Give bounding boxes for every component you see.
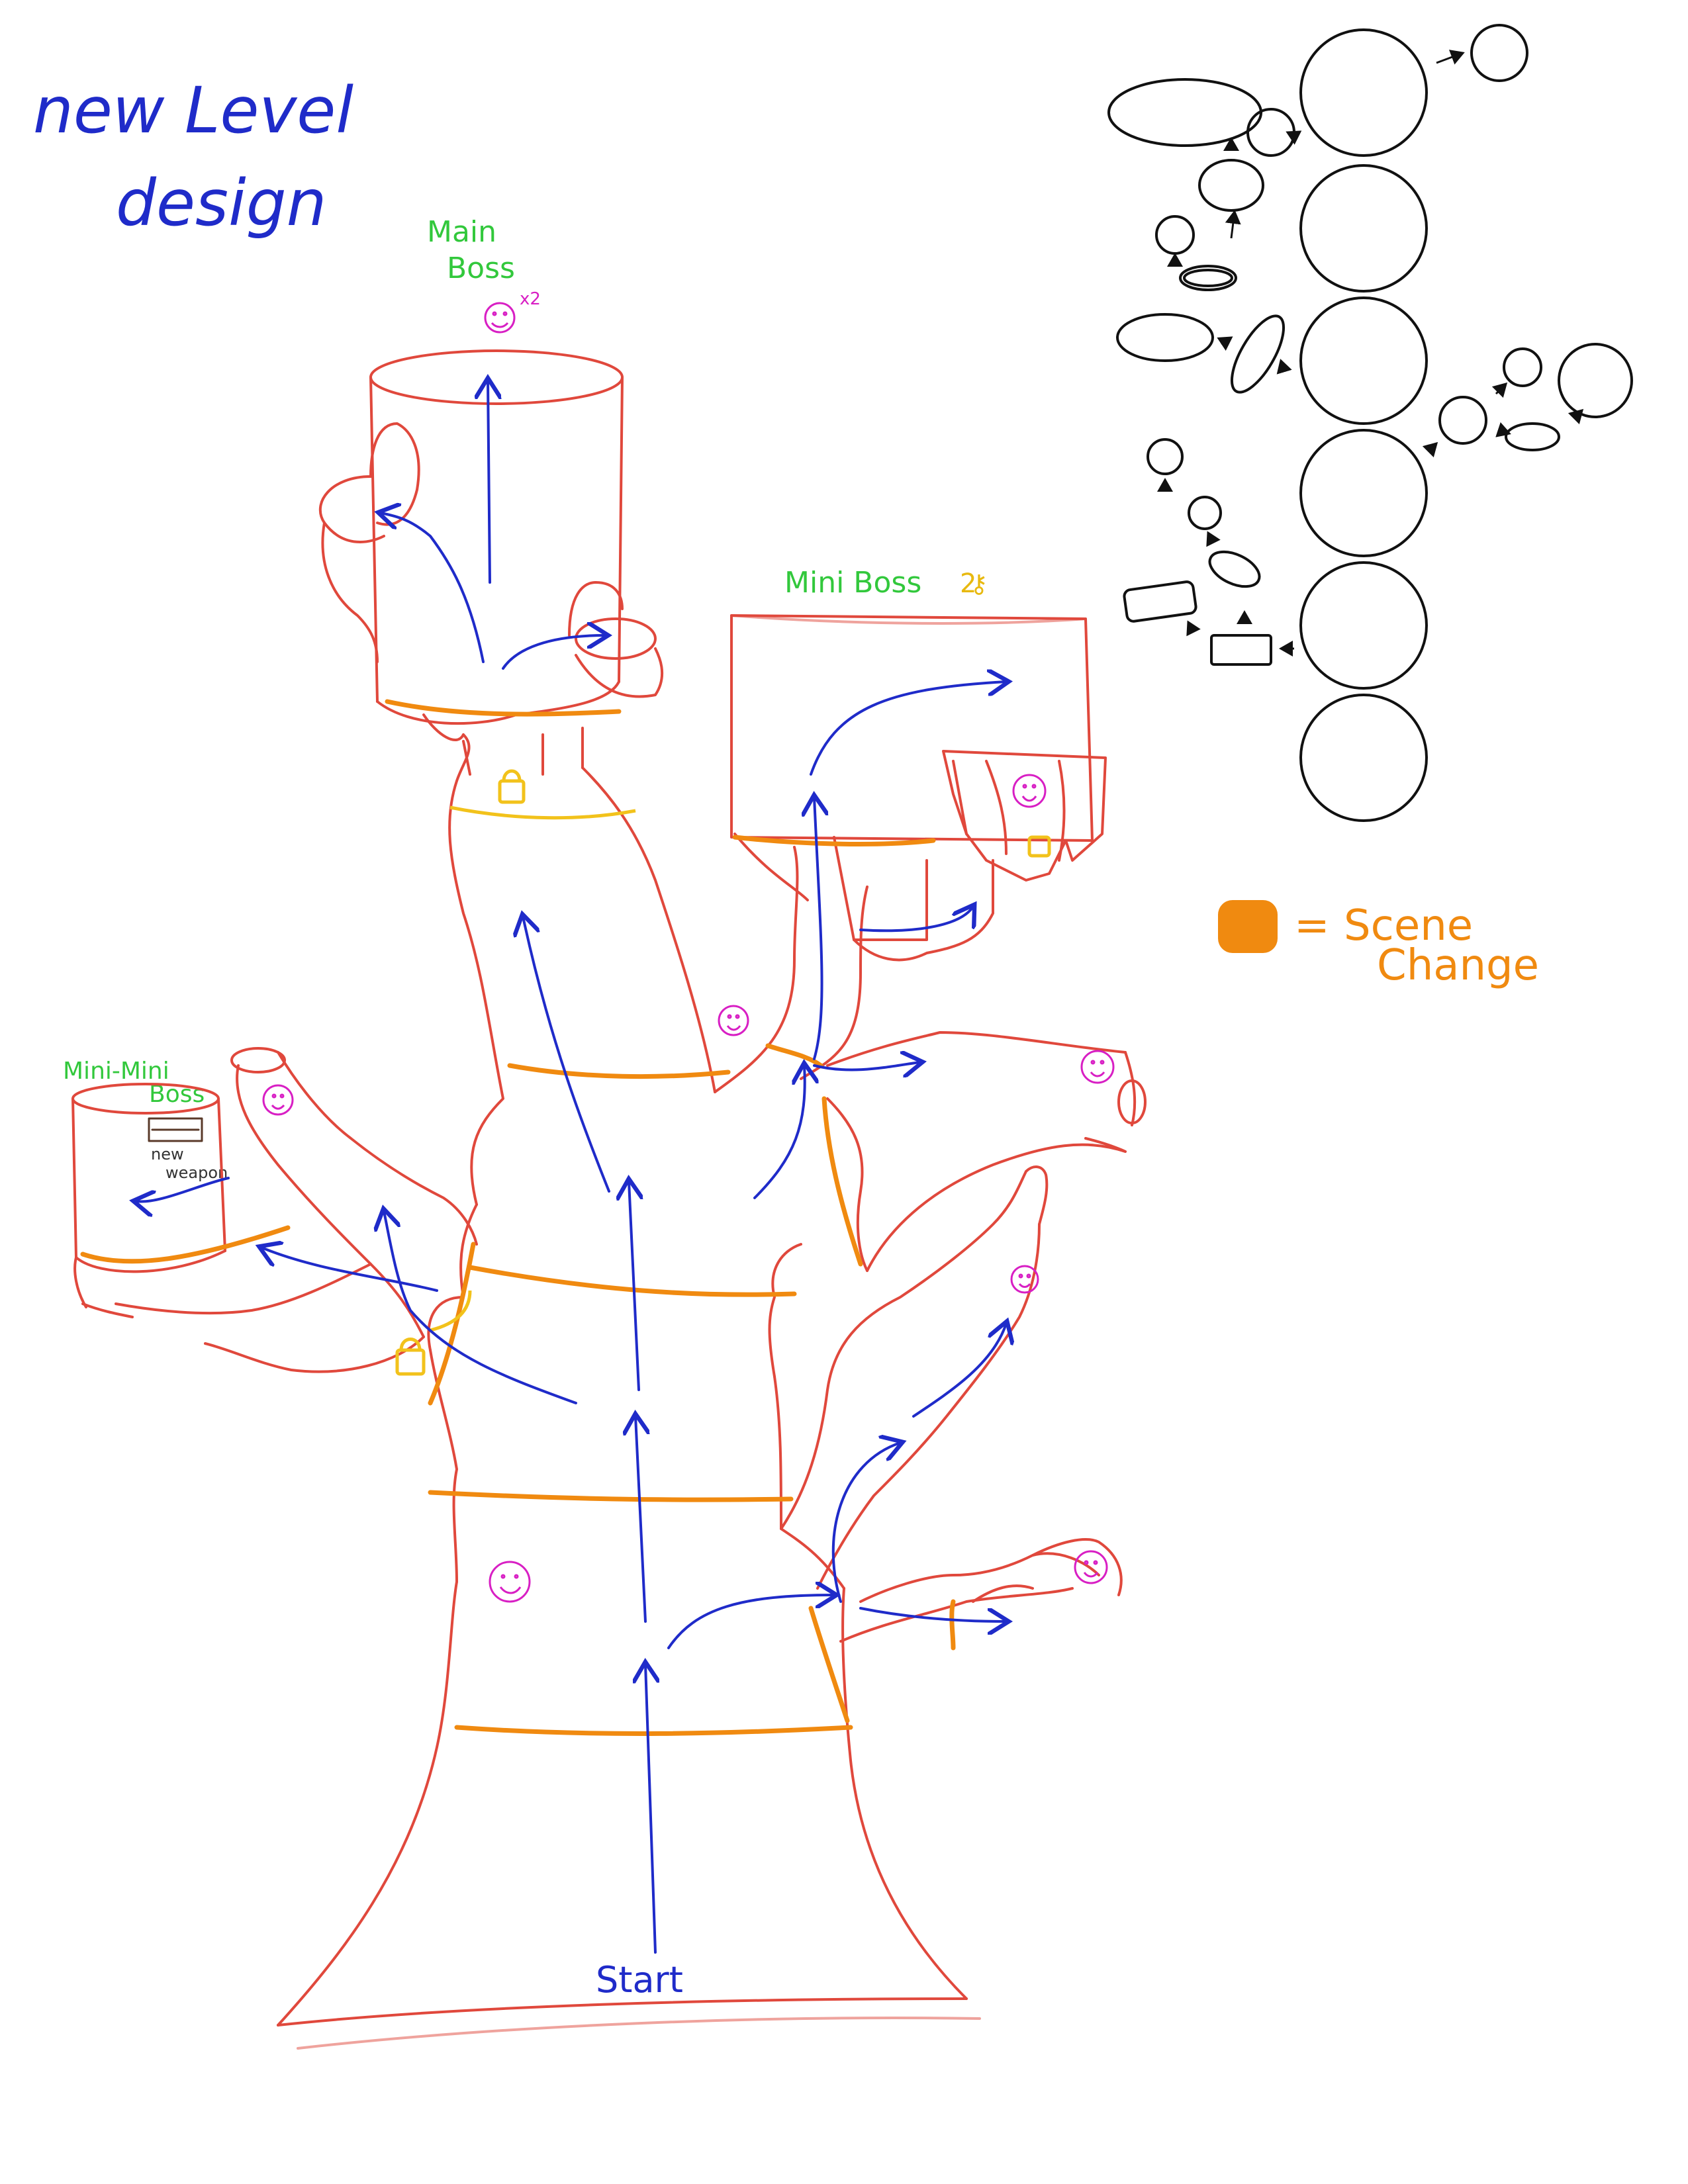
legend-line-1: Scene xyxy=(1344,901,1473,950)
enemy-icon-6 xyxy=(1074,1550,1108,1584)
trunk-right-edge xyxy=(841,1587,968,2000)
enemy-icon-4 xyxy=(1012,774,1047,808)
enemy-icon-5 xyxy=(1010,1265,1039,1294)
arrow-main-boss xyxy=(488,381,490,584)
title-line-2: design xyxy=(116,166,326,240)
title-line-1: new Level xyxy=(33,73,353,148)
map-room-1 xyxy=(1299,28,1428,157)
mini-boss-room xyxy=(730,614,1094,842)
legend-line-2: Change xyxy=(1377,941,1539,990)
map-room-5 xyxy=(1299,561,1428,690)
mini-boss-label: Mini Boss xyxy=(784,566,921,600)
tree-outline xyxy=(71,349,1147,2050)
enemy-icon-3 xyxy=(1080,1050,1115,1084)
enemy-icon-2 xyxy=(718,1005,749,1036)
main-boss-label-line-2: Boss xyxy=(447,251,515,285)
new-weapon-label-line-2: weapon xyxy=(165,1163,228,1182)
scene-change-2 xyxy=(428,1490,794,1502)
enemy-icon-1 xyxy=(489,1561,531,1603)
path-arrows xyxy=(136,381,1006,1954)
mini-map-shapes xyxy=(1107,24,1633,822)
scene-change-lines xyxy=(80,699,956,1736)
key-icon: ⚷ xyxy=(970,569,988,598)
scene-change-1 xyxy=(454,1725,853,1736)
scene-change-swatch xyxy=(1218,900,1278,953)
lock-icon-mini-boss xyxy=(1027,835,1051,858)
main-boss-multiplier: x2 xyxy=(520,289,541,309)
scene-change-3 xyxy=(467,1265,797,1297)
mini-mini-boss-label-line-1: Mini-Mini xyxy=(63,1058,169,1085)
map-room-2 xyxy=(1299,164,1428,293)
lock-barriers xyxy=(395,769,1051,1376)
legend-equals: = xyxy=(1294,901,1330,950)
scene-change-9 xyxy=(821,1096,863,1267)
mini-boss-multiplier: 2 xyxy=(960,569,976,599)
trunk-left-edge xyxy=(277,1580,458,2026)
scene-change-7 xyxy=(80,1225,291,1264)
lock-icon-left xyxy=(395,1348,426,1376)
enemy-icon-7 xyxy=(262,1084,294,1116)
lock-icon-top xyxy=(498,779,526,804)
scene-change-5 xyxy=(385,699,622,717)
scene-change-8 xyxy=(428,1242,476,1406)
scene-change-12 xyxy=(949,1599,956,1651)
trunk-base xyxy=(277,1997,968,2026)
main-boss-label-line-1: Main xyxy=(427,215,496,249)
map-room-6 xyxy=(1299,694,1428,822)
mini-map-arrows xyxy=(1157,50,1584,657)
scene-change-11 xyxy=(808,1606,850,1723)
new-weapon-label-line-1: new xyxy=(151,1145,184,1163)
enemy-icon-main-boss xyxy=(484,302,516,334)
start-label: Start xyxy=(596,1959,683,2001)
arrow-start xyxy=(645,1664,655,1954)
map-room-4 xyxy=(1299,429,1428,557)
map-room-3 xyxy=(1299,296,1428,425)
enemy-icons xyxy=(262,302,1115,1603)
scene-change-6 xyxy=(732,835,936,846)
scene-change-4 xyxy=(507,1063,731,1079)
